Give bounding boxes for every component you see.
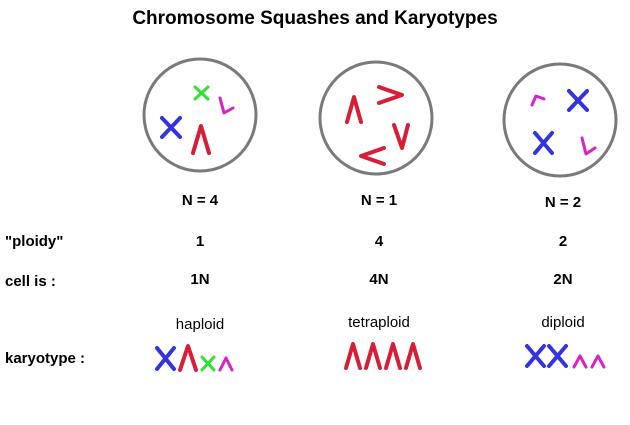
cell-membrane (318, 60, 434, 176)
karyo-v-red-1 (344, 342, 362, 370)
chromosome-x-blue-2 (533, 131, 554, 155)
cell-membrane (142, 57, 258, 173)
chromosome-v-magenta-2 (580, 136, 597, 156)
cell-is-diploid: 2N (553, 271, 573, 288)
chromosome-v-red-2 (377, 85, 404, 105)
chromosome-v-magenta (218, 96, 235, 115)
cell-membrane (502, 62, 618, 178)
karyo-x-blue-2 (547, 344, 568, 368)
chromosome-x-blue-1 (567, 89, 589, 112)
karyotype-tetraploid (344, 342, 422, 370)
karyotype-diploid (525, 344, 606, 369)
n-label-diploid: N = 2 (544, 194, 582, 211)
cell-squash-diploid (502, 62, 618, 178)
ploidy-value-diploid: 2 (558, 233, 568, 250)
karyo-v-red-3 (384, 342, 402, 370)
type-label-haploid: haploid (175, 316, 225, 333)
karyo-x-green (200, 355, 216, 372)
type-label-tetraploid: tetraploid (348, 314, 410, 331)
cell-is-tetraploid: 4N (369, 271, 389, 288)
n-label-haploid: N = 4 (181, 192, 219, 209)
ploidy-value-haploid: 1 (195, 233, 205, 250)
cell-squash-tetraploid (318, 60, 434, 176)
karyo-v-red (178, 344, 198, 372)
type-label-diploid: diploid (541, 314, 585, 331)
karyo-x-blue-1 (525, 344, 546, 368)
karyo-x-blue (155, 346, 176, 371)
n-label-tetraploid: N = 1 (360, 192, 398, 209)
chromosome-v-magenta-1 (530, 94, 546, 107)
chromosome-v-red (191, 124, 211, 155)
karyo-v-red-2 (364, 342, 382, 370)
row-label-karyotype: karyotype : (5, 350, 86, 367)
karyotype-haploid (155, 344, 234, 372)
chromosome-v-red-3 (359, 146, 386, 166)
karyo-v-magenta-1 (572, 354, 588, 369)
row-label-cell-is: cell is : (5, 273, 56, 290)
diagram-title: Chromosome Squashes and Karyotypes (132, 8, 498, 29)
row-label-ploidy: "ploidy" (5, 233, 64, 250)
chromosome-x-blue (160, 116, 182, 139)
chromosome-v-red-1 (345, 95, 363, 124)
cell-is-haploid: 1N (190, 271, 210, 288)
karyo-v-magenta-2 (590, 354, 606, 369)
chromosome-x-green (193, 85, 210, 101)
chromosome-v-red-4 (392, 123, 410, 150)
ploidy-value-tetraploid: 4 (374, 233, 384, 250)
karyo-v-red-4 (404, 342, 422, 370)
karyo-v-magenta (218, 356, 234, 372)
cell-squash-haploid (142, 57, 258, 173)
